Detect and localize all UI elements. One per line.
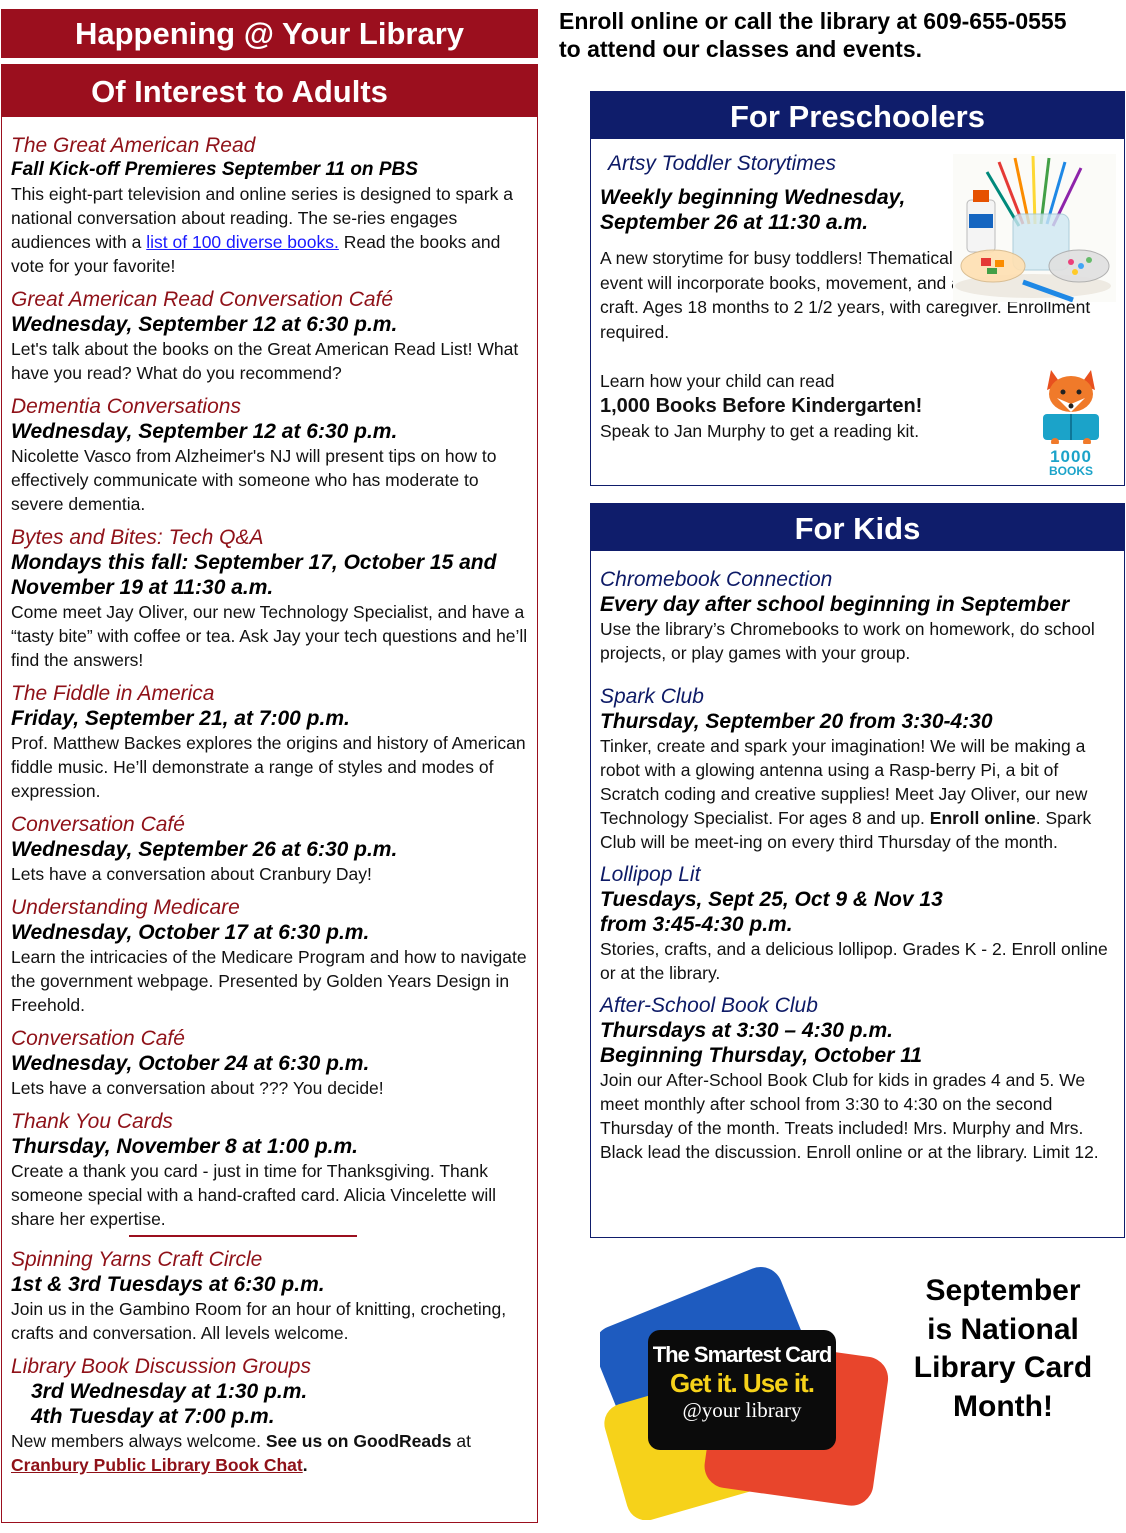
event-date: Wednesday, September 12 at 6:30 p.m.	[11, 313, 398, 336]
event-description: Tinker, create and spark your imaginatio…	[600, 736, 1092, 852]
event-description: Let's talk about the books on the Great …	[11, 339, 519, 383]
enroll-line-1: Enroll online or call the library at 609…	[559, 8, 1067, 34]
event-title: The Great American Read	[11, 134, 256, 157]
adult-event: Dementia Conversations Wednesday, Septem…	[11, 394, 529, 516]
event-title: Conversation Café	[11, 1027, 185, 1050]
event-title: Chromebook Connection	[600, 568, 833, 591]
happening-banner: Happening @ Your Library	[1, 9, 538, 58]
event-title: Lollipop Lit	[600, 863, 701, 886]
event-description: Join us in the Gambino Room for an hour …	[11, 1299, 507, 1343]
goodreads-callout: See us on GoodReads	[265, 1431, 452, 1451]
adults-heading: Of Interest to Adults	[2, 65, 537, 117]
event-date: Thursdays at 3:30 – 4:30 p.m.	[600, 1019, 893, 1042]
adult-event: Conversation Café Wednesday, September 2…	[11, 812, 529, 886]
event-date: 3rd Wednesday at 1:30 p.m.	[31, 1380, 308, 1403]
event-description: Join our After-School Book Club for kids…	[600, 1070, 1099, 1162]
adult-event: Bytes and Bites: Tech Q&A Mondays this f…	[11, 525, 529, 672]
section-divider	[129, 1235, 357, 1237]
event-great-american-read: The Great American Read Fall Kick-off Pr…	[11, 133, 529, 278]
event-description: Prof. Matthew Backes explores the origin…	[11, 733, 526, 801]
event-date-secondary: Beginning Thursday, October 11	[600, 1044, 923, 1067]
event-description: Create a thank you card - just in time f…	[11, 1161, 497, 1229]
book-chat-link[interactable]: Cranbury Public Library Book Chat	[11, 1455, 303, 1475]
event-date: Friday, September 21, at 7:00 p.m.	[11, 707, 350, 730]
kids-event: Lollipop Lit Tuesdays, Sept 25, Oct 9 & …	[600, 862, 1116, 985]
event-date: Wednesday, October 24 at 6:30 p.m.	[11, 1052, 370, 1075]
reading-program: Learn how your child can read 1,000 Book…	[600, 369, 1124, 444]
card-logo-text: The Smartest Card Get it. Use it. @your …	[648, 1342, 836, 1422]
event-title: Understanding Medicare	[11, 896, 240, 919]
event-description: Lets have a conversation about Cranbury …	[11, 864, 372, 884]
preschool-heading: For Preschoolers	[591, 92, 1124, 139]
logo-number: 1000	[1050, 447, 1092, 466]
book-discussion-groups: Library Book Discussion Groups 3rd Wedne…	[11, 1354, 529, 1477]
event-date: Every day after school beginning in Sept…	[600, 593, 1070, 616]
kids-content: Chromebook Connection Every day after sc…	[591, 551, 1124, 1164]
event-title: Bytes and Bites: Tech Q&A	[11, 526, 264, 549]
preschool-panel: For Preschoolers	[590, 91, 1125, 486]
adult-event: Thank You Cards Thursday, November 8 at …	[11, 1109, 529, 1231]
kids-event: After-School Book Club Thursdays at 3:30…	[600, 993, 1116, 1164]
event-title: The Fiddle in America	[11, 682, 215, 705]
event-description: Learn the intricacies of the Medicare Pr…	[11, 947, 527, 1015]
event-subtitle: Fall Kick-off Premieres September 11 on …	[11, 159, 418, 180]
event-description: This eight-part television and online se…	[11, 184, 513, 276]
kids-event: Spark Club Thursday, September 20 from 3…	[600, 684, 1116, 854]
event-description: Stories, crafts, and a delicious lollipo…	[600, 939, 1108, 983]
adult-event: Spinning Yarns Craft Circle 1st & 3rd Tu…	[11, 1247, 529, 1345]
adult-event: Understanding Medicare Wednesday, Octobe…	[11, 895, 529, 1017]
adults-content: The Great American Read Fall Kick-off Pr…	[2, 117, 537, 1477]
enroll-line-2: to attend our classes and events.	[559, 36, 923, 62]
event-title: Conversation Café	[11, 813, 185, 836]
event-date: Weekly beginning Wednesday, September 26…	[600, 186, 906, 234]
smartest-card-logo: The Smartest Card Get it. Use it. @your …	[593, 1252, 890, 1521]
list-of-books-link[interactable]: list of 100 diverse books.	[146, 232, 339, 252]
september-callout: September is National Library Card Month…	[913, 1274, 1093, 1423]
craft-supplies-image	[953, 154, 1116, 303]
fox-reading-icon	[1043, 370, 1099, 446]
event-title: After-School Book Club	[600, 994, 818, 1017]
event-title: Great American Read Conversation Café	[11, 288, 394, 311]
event-title: Dementia Conversations	[11, 395, 241, 418]
event-title: Spark Club	[600, 685, 704, 708]
card-logo-line-2: Get it. Use it.	[670, 1368, 815, 1398]
craft-supplies-illustration	[953, 154, 1116, 303]
thousand-books-logo: 1000 BOOKS	[1037, 360, 1105, 478]
event-title: Spinning Yarns Craft Circle	[11, 1248, 263, 1271]
adult-event: The Fiddle in America Friday, September …	[11, 681, 529, 803]
event-date: Wednesday, September 12 at 6:30 p.m.	[11, 420, 398, 443]
event-date: Wednesday, October 17 at 6:30 p.m.	[11, 921, 370, 944]
enroll-online-callout: Enroll online	[929, 808, 1036, 828]
enroll-notice: Enroll online or call the library at 609…	[559, 7, 1124, 63]
event-date: Tuesdays, Sept 25, Oct 9 & Nov 13 from 3…	[600, 888, 943, 936]
event-date: Thursday, September 20 from 3:30-4:30	[600, 710, 993, 733]
event-description: Come meet Jay Oliver, our new Technology…	[11, 602, 528, 670]
card-logo-line-3: @your library	[682, 1398, 802, 1422]
card-logo-line-1: The Smartest Card	[652, 1342, 833, 1367]
event-date: 1st & 3rd Tuesdays at 6:30 p.m.	[11, 1273, 325, 1296]
event-description: Use the library’s Chromebooks to work on…	[600, 619, 1095, 663]
adult-event: Great American Read Conversation Café We…	[11, 287, 529, 385]
event-date: Wednesday, September 26 at 6:30 p.m.	[11, 838, 398, 861]
event-date: 4th Tuesday at 7:00 p.m.	[31, 1405, 275, 1428]
event-description: New members always welcome. See us on Go…	[11, 1431, 472, 1475]
event-title: Library Book Discussion Groups	[11, 1355, 311, 1378]
event-title: Thank You Cards	[11, 1110, 173, 1133]
event-title: Artsy Toddler Storytimes	[608, 152, 836, 175]
kids-heading: For Kids	[591, 504, 1124, 551]
kids-event: Chromebook Connection Every day after sc…	[600, 567, 1116, 665]
adults-panel: Of Interest to Adults The Great American…	[1, 64, 538, 1523]
logo-word: BOOKS	[1048, 464, 1093, 478]
event-date: Mondays this fall: September 17, October…	[11, 551, 497, 599]
kids-panel: For Kids Chromebook Connection Every day…	[590, 503, 1125, 1238]
event-date: Thursday, November 8 at 1:00 p.m.	[11, 1135, 359, 1158]
event-description: Lets have a conversation about ??? You d…	[11, 1078, 384, 1098]
stacked-cards-graphic	[593, 1267, 889, 1521]
reading-program-title: 1,000 Books Before Kindergarten!	[600, 395, 923, 417]
event-description: Nicolette Vasco from Alzheimer's NJ will…	[11, 446, 497, 514]
adult-event: Conversation Café Wednesday, October 24 …	[11, 1026, 529, 1100]
